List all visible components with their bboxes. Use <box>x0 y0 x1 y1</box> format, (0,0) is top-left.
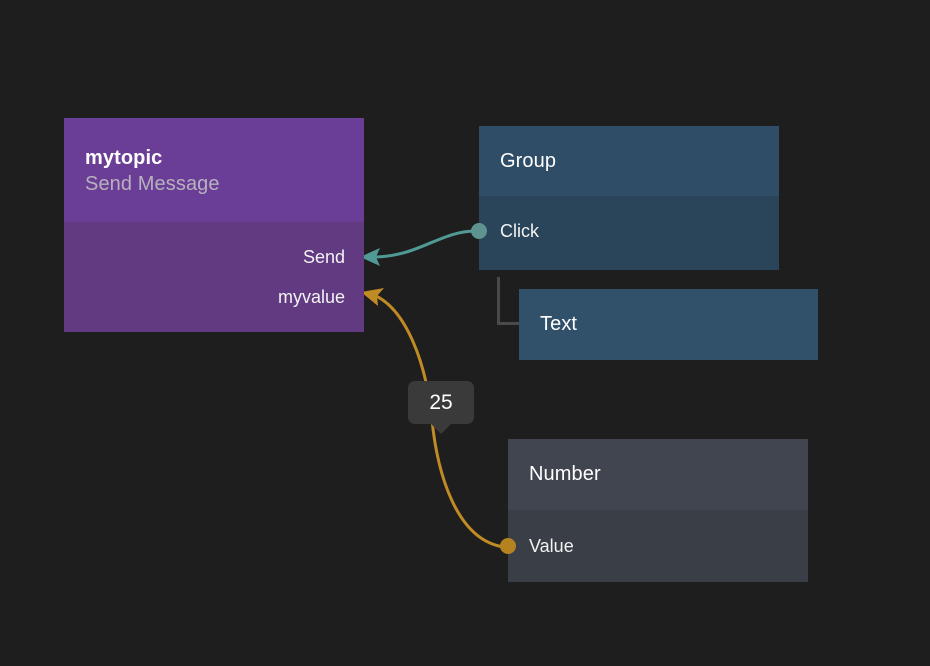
input-port-click[interactable]: Click <box>500 220 539 242</box>
edge-value-badge[interactable]: 25 <box>408 381 474 434</box>
node-number-header[interactable]: Number <box>508 439 808 510</box>
node-group-body: Click <box>471 196 779 270</box>
input-port-value-dot[interactable] <box>500 538 516 554</box>
node-group[interactable]: Group Click <box>471 126 779 270</box>
node-mytopic[interactable]: mytopic Send Message Send myvalue <box>64 118 364 332</box>
input-port-click-dot[interactable] <box>471 223 487 239</box>
node-mytopic-body: Send myvalue <box>64 222 364 332</box>
output-port-myvalue-label: myvalue <box>277 286 345 307</box>
text-parent-bracket-icon <box>497 277 520 325</box>
node-text-header[interactable]: Text <box>519 289 818 360</box>
input-port-click-label: Click <box>500 220 539 241</box>
input-port-value[interactable]: Value <box>529 535 574 557</box>
node-number[interactable]: Number Value <box>500 439 808 582</box>
node-number-title: Number <box>529 463 601 485</box>
edge-value-badge-text: 25 <box>429 390 453 414</box>
edge-click-to-send <box>360 229 478 266</box>
output-port-myvalue[interactable]: myvalue <box>278 286 345 308</box>
input-port-value-label: Value <box>529 535 574 556</box>
node-mytopic-header[interactable]: mytopic Send Message <box>64 118 364 222</box>
node-mytopic-title: mytopic <box>85 146 163 169</box>
node-group-header[interactable]: Group <box>479 126 779 196</box>
edge-value-badge-tail-icon <box>430 423 452 434</box>
node-mytopic-subtitle: Send Message <box>85 172 220 195</box>
node-group-title: Group <box>500 149 557 172</box>
node-number-body: Value <box>500 510 808 582</box>
output-port-send-label: Send <box>302 246 345 267</box>
node-text-title: Text <box>540 313 578 335</box>
node-text[interactable]: Text <box>519 289 818 360</box>
output-port-send[interactable]: Send <box>303 246 345 268</box>
